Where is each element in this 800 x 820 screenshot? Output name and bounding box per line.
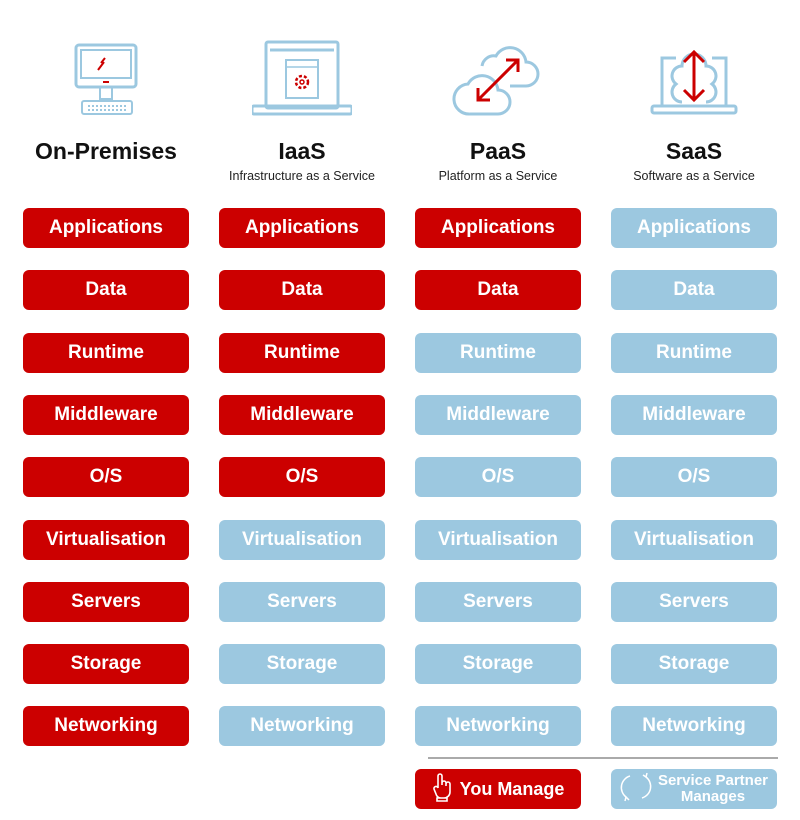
column-title: On-Premises bbox=[35, 138, 177, 164]
layer-os: O/S bbox=[23, 457, 189, 497]
laptop-cloud-icon bbox=[644, 38, 744, 118]
layer-data: Data bbox=[23, 270, 189, 310]
column-title: IaaS bbox=[278, 138, 326, 164]
layer-os: O/S bbox=[415, 457, 581, 497]
layer-virtualisation: Virtualisation bbox=[611, 520, 777, 560]
legend-divider bbox=[428, 757, 778, 759]
layer-applications: Applications bbox=[23, 208, 189, 248]
pointing-hand-icon bbox=[432, 772, 460, 807]
layer-storage: Storage bbox=[23, 644, 189, 684]
layer-middleware: Middleware bbox=[415, 395, 581, 435]
layer-applications: Applications bbox=[219, 208, 385, 248]
layer-os: O/S bbox=[611, 457, 777, 497]
layer-servers: Servers bbox=[219, 582, 385, 622]
layer-data: Data bbox=[611, 270, 777, 310]
layer-servers: Servers bbox=[611, 582, 777, 622]
legend-label: You Manage bbox=[459, 778, 565, 799]
layer-runtime: Runtime bbox=[415, 333, 581, 373]
legend-label-line2: Manages bbox=[680, 788, 746, 805]
column-title: PaaS bbox=[469, 138, 527, 164]
layer-applications: Applications bbox=[415, 208, 581, 248]
cloud-transfer-icon bbox=[448, 38, 548, 118]
column-title: SaaS bbox=[665, 138, 723, 164]
layer-storage: Storage bbox=[415, 644, 581, 684]
layer-middleware: Middleware bbox=[611, 395, 777, 435]
layer-virtualisation: Virtualisation bbox=[415, 520, 581, 560]
layer-runtime: Runtime bbox=[23, 333, 189, 373]
cycle-arrows-icon bbox=[620, 771, 658, 807]
laptop-gear-icon bbox=[250, 38, 354, 118]
column-subtitle: Platform as a Service bbox=[438, 169, 558, 183]
layer-servers: Servers bbox=[415, 582, 581, 622]
layer-middleware: Middleware bbox=[23, 395, 189, 435]
layer-virtualisation: Virtualisation bbox=[219, 520, 385, 560]
legend-partner-manages: Service Partner Manages bbox=[611, 769, 777, 809]
layer-applications: Applications bbox=[611, 208, 777, 248]
legend-label-line1: Service Partner bbox=[657, 772, 769, 789]
layer-storage: Storage bbox=[219, 644, 385, 684]
layer-servers: Servers bbox=[23, 582, 189, 622]
layer-networking: Networking bbox=[219, 706, 385, 746]
layer-networking: Networking bbox=[23, 706, 189, 746]
legend-you-manage: You Manage bbox=[415, 769, 581, 809]
column-subtitle: Software as a Service bbox=[633, 169, 755, 183]
layer-networking: Networking bbox=[611, 706, 777, 746]
layer-runtime: Runtime bbox=[611, 333, 777, 373]
layer-virtualisation: Virtualisation bbox=[23, 520, 189, 560]
layer-os: O/S bbox=[219, 457, 385, 497]
layer-data: Data bbox=[219, 270, 385, 310]
layer-runtime: Runtime bbox=[219, 333, 385, 373]
desktop-computer-icon bbox=[56, 38, 156, 118]
layer-storage: Storage bbox=[611, 644, 777, 684]
column-subtitle: Infrastructure as a Service bbox=[229, 169, 375, 183]
layer-networking: Networking bbox=[415, 706, 581, 746]
layer-data: Data bbox=[415, 270, 581, 310]
layer-middleware: Middleware bbox=[219, 395, 385, 435]
